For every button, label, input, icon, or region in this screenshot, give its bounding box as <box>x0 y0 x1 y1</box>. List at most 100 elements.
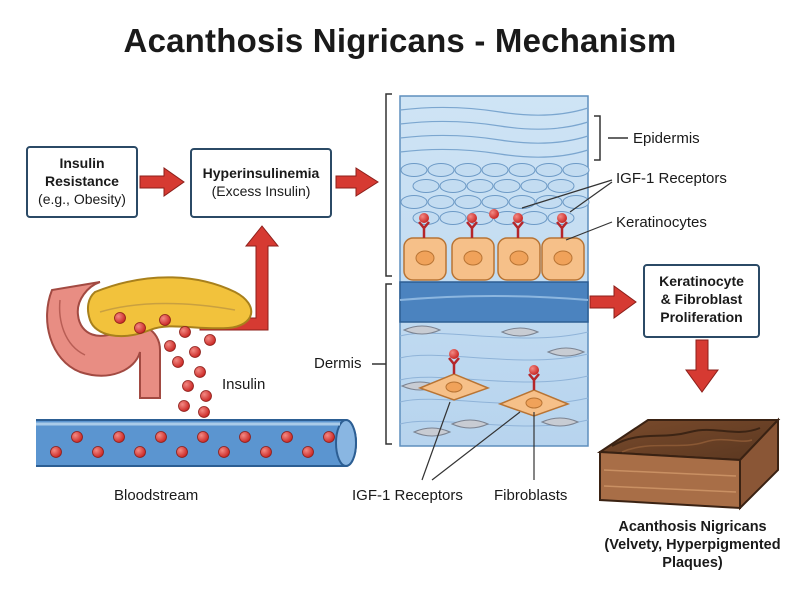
arrow-pancreas-to-hyperinsulinemia <box>199 225 280 331</box>
blood-insulin-dot <box>197 431 209 443</box>
epidermis-layer-bracket <box>385 93 392 277</box>
hyperinsulinemia-line2: (Excess Insulin) <box>211 183 311 199</box>
epidermal-cell <box>454 195 482 209</box>
result-line3: Plaques) <box>662 555 723 571</box>
insulin-droplet <box>189 346 201 358</box>
epidermal-cell <box>412 179 440 193</box>
blood-insulin-dot <box>50 446 62 458</box>
epidermal-cell <box>400 163 428 177</box>
fibroblast-cells <box>417 349 571 417</box>
epidermal-cell <box>493 179 521 193</box>
pancreas-illustration <box>46 276 253 399</box>
dermis-bracket <box>385 283 392 445</box>
insulin-droplet <box>172 356 184 368</box>
blood-insulin-dot <box>239 431 251 443</box>
keratinocyte-cells <box>403 209 585 281</box>
insulin-droplet <box>198 406 210 418</box>
bloodstream-label: Bloodstream <box>114 487 199 504</box>
epidermis-label: Epidermis <box>633 130 700 147</box>
acanthosis-result-label: Acanthosis Nigricans (Velvety, Hyperpigm… <box>585 518 800 572</box>
result-line2: (Velvety, Hyperpigmented <box>604 537 781 553</box>
dermal-fiber <box>399 375 589 383</box>
free-insulin-dot <box>489 209 499 219</box>
acanthosis-plaque-illustration <box>596 417 781 511</box>
epidermal-cells <box>400 163 590 225</box>
blood-insulin-dot <box>134 446 146 458</box>
insulin-droplet <box>178 400 190 412</box>
igf1-receptor-icon <box>448 349 460 374</box>
igf1-receptor-icon <box>512 213 524 238</box>
dermal-spindle-cell <box>450 419 490 429</box>
igf1-receptor-icon <box>556 213 568 238</box>
igf1-receptor-icon <box>418 213 430 238</box>
page-title: Acanthosis Nigricans - Mechanism <box>123 22 677 59</box>
proliferation-box: Keratinocyte & Fibroblast Proliferation <box>643 264 760 338</box>
insulin-resistance-line1: Insulin <box>59 155 105 171</box>
dermal-spindle-cell <box>500 327 540 337</box>
keratinocytes-label: Keratinocytes <box>616 214 707 231</box>
fibroblast-cell <box>497 365 571 417</box>
blood-insulin-dot <box>302 446 314 458</box>
blood-insulin-dot <box>323 431 335 443</box>
insulin-dots <box>114 312 216 418</box>
dermal-spindle-cell <box>540 417 580 427</box>
epidermal-cell <box>466 179 494 193</box>
result-line1: Acanthosis Nigricans <box>618 519 767 535</box>
arrow-resistance-to-hyperinsulinemia <box>139 167 185 197</box>
igf1-receptor-icon <box>528 365 540 390</box>
insulin-resistance-line2: Resistance <box>45 173 119 189</box>
epidermal-cell <box>562 163 590 177</box>
blood-insulin-dot <box>218 446 230 458</box>
epidermal-cell <box>562 195 590 209</box>
insulin-droplet <box>164 340 176 352</box>
blood-insulin-dot <box>176 446 188 458</box>
arrow-skin-to-proliferation <box>589 285 637 319</box>
epidermal-cell <box>439 179 467 193</box>
blood-vessel-illustration <box>36 419 357 467</box>
epidermal-cell <box>439 211 467 225</box>
keratinocyte-cell <box>403 213 447 281</box>
igf1-receptor-icon <box>466 213 478 238</box>
insulin-droplet <box>182 380 194 392</box>
skin-cross-section <box>399 95 590 447</box>
insulin-droplet <box>134 322 146 334</box>
epidermal-cell <box>508 163 536 177</box>
keratinocyte-cell <box>497 213 541 281</box>
fibroblasts-label: Fibroblasts <box>494 487 568 504</box>
epidermal-cell <box>427 195 455 209</box>
dermis-label: Dermis <box>314 355 362 372</box>
insulin-droplet <box>200 390 212 402</box>
keratinocyte-cell <box>541 213 585 281</box>
epidermal-cell <box>508 195 536 209</box>
arrow-proliferation-to-plaques <box>685 339 719 393</box>
epidermal-cell <box>535 195 563 209</box>
insulin-droplet <box>179 326 191 338</box>
proliferation-line3: Proliferation <box>660 309 743 325</box>
blood-insulin-dot <box>71 431 83 443</box>
blood-insulin-dot <box>260 446 272 458</box>
hyperinsulinemia-box: Hyperinsulinemia (Excess Insulin) <box>190 148 332 218</box>
bloodstream-insulin-dots <box>50 431 335 458</box>
epidermal-cell <box>481 163 509 177</box>
proliferation-line1: Keratinocyte <box>659 273 744 289</box>
epidermal-cell <box>400 195 428 209</box>
insulin-resistance-box: Insulin Resistance (e.g., Obesity) <box>26 146 138 218</box>
epidermal-cell <box>520 179 548 193</box>
epidermal-cell <box>481 195 509 209</box>
blood-insulin-dot <box>92 446 104 458</box>
insulin-label: Insulin <box>222 376 266 393</box>
proliferation-line2: & Fibroblast <box>660 291 743 307</box>
insulin-droplet <box>114 312 126 324</box>
blood-insulin-dot <box>281 431 293 443</box>
hyperinsulinemia-line1: Hyperinsulinemia <box>202 165 320 181</box>
epidermal-cell <box>547 179 575 193</box>
insulin-resistance-line3: (e.g., Obesity) <box>38 191 126 207</box>
insulin-droplet <box>159 314 171 326</box>
igf1-receptors-top-label: IGF-1 Receptors <box>616 170 727 187</box>
epidermal-cell <box>535 163 563 177</box>
dermal-spindle-cell <box>546 347 586 357</box>
blood-insulin-dot <box>155 431 167 443</box>
epidermal-cell <box>454 163 482 177</box>
blood-insulin-dot <box>113 431 125 443</box>
